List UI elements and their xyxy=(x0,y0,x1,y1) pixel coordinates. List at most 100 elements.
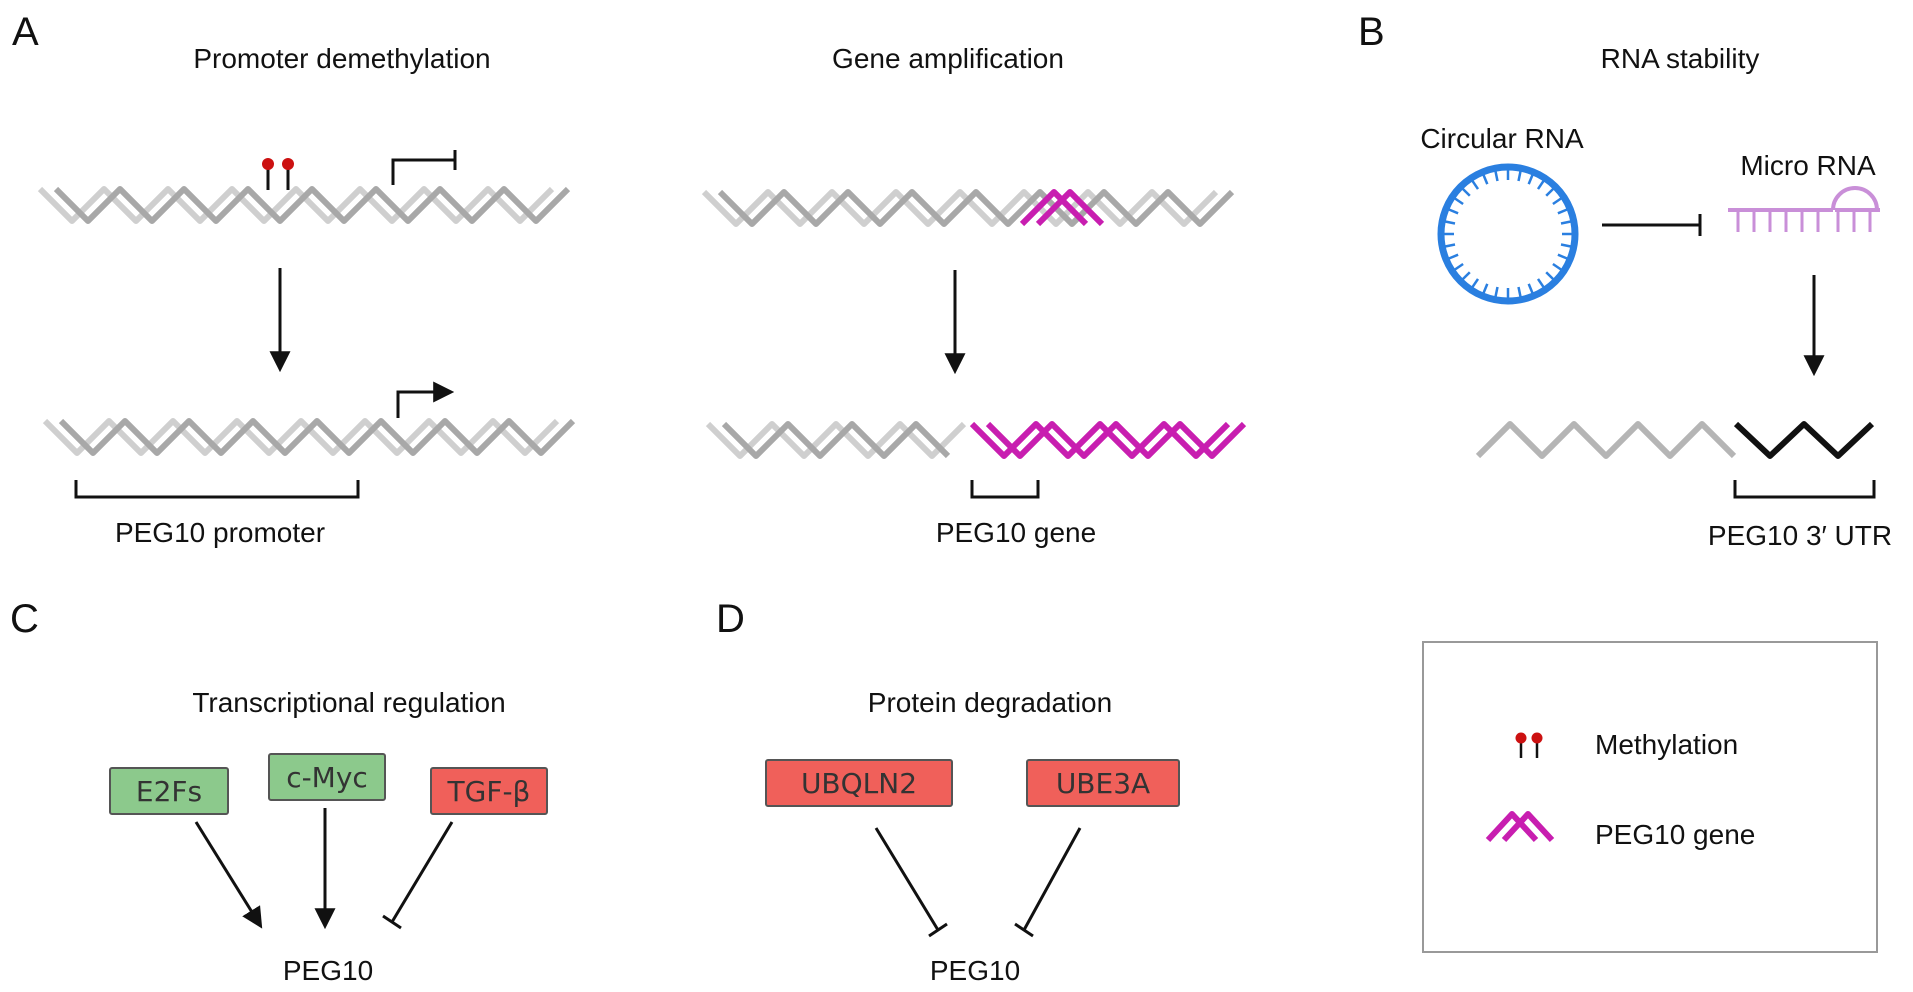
circ-base-tick xyxy=(1527,283,1534,294)
e2fs-box xyxy=(109,767,229,815)
legend-methylation-icon xyxy=(1515,732,1543,758)
dna-strand-b xyxy=(58,418,576,456)
dna-strand-a xyxy=(42,418,560,456)
circ-base-tick xyxy=(1494,170,1499,182)
ube3a-box xyxy=(1026,759,1180,807)
dna-strand-a xyxy=(37,186,555,224)
label-peg10-promoter: PEG10 promoter xyxy=(115,517,325,548)
panel-label-a: A xyxy=(12,10,39,54)
dna-strand-b xyxy=(721,421,951,459)
panel-label-b: B xyxy=(1358,10,1385,54)
tgfb-box xyxy=(430,767,548,815)
circ-base-tick xyxy=(1560,220,1572,225)
label-peg10-3utr: PEG10 3′ UTR xyxy=(1708,520,1892,551)
label-circular-rna: Circular RNA xyxy=(1420,123,1584,154)
regulator-e2fs: E2Fs xyxy=(109,767,229,815)
legend-peg10-gene-icon xyxy=(1485,811,1555,843)
cmyc-label: c-Myc xyxy=(286,761,368,794)
panel-label-c: C xyxy=(10,597,39,641)
dna-strand-b xyxy=(717,189,1235,227)
ubqln2-box xyxy=(765,759,953,807)
circular-rna-bases xyxy=(1444,170,1572,298)
dna-helix-methylated xyxy=(37,186,571,224)
legend-methylation-label: Methylation xyxy=(1595,729,1738,760)
circ-base-tick xyxy=(1560,243,1572,248)
inhibition-circ-to-mirna xyxy=(1602,214,1702,236)
panel-label-d: D xyxy=(716,597,745,641)
inhibition-ube3a xyxy=(1014,827,1082,938)
promoter-bracket xyxy=(74,480,360,499)
transcription-start-arrow xyxy=(396,381,455,418)
circ-base-tick xyxy=(1471,278,1480,288)
methylation-marks xyxy=(262,158,294,190)
circ-base-tick xyxy=(1461,271,1471,281)
title-transcriptional-regulation: Transcriptional regulation xyxy=(192,687,505,718)
micro-rna-hairpin xyxy=(1728,186,1880,232)
inhibition-tgfb xyxy=(382,821,454,930)
circ-base-tick xyxy=(1454,197,1464,206)
circ-base-tick xyxy=(1517,170,1522,182)
legend-gene-strand-b xyxy=(1501,811,1555,843)
circular-rna-ring xyxy=(1437,163,1579,305)
amplified-strand-a xyxy=(969,421,1231,459)
circ-base-tick xyxy=(1552,262,1562,271)
circ-base-tick xyxy=(1557,208,1568,215)
promoter-blocked-symbol xyxy=(391,150,457,185)
title-promoter-demethylation: Promoter demethylation xyxy=(193,43,490,74)
dna-strand-a xyxy=(701,189,1219,227)
legend-gene-strand-a xyxy=(1485,811,1539,843)
circ-base-tick xyxy=(1444,243,1456,248)
dna-strand-b xyxy=(53,186,571,224)
circ-base-tick xyxy=(1536,278,1545,288)
regulator-tgfb: TGF-β xyxy=(430,767,548,815)
label-peg10-d: PEG10 xyxy=(930,955,1020,986)
methyl-head-2 xyxy=(282,158,294,170)
circ-base-tick xyxy=(1448,208,1459,215)
inhibition-ubqln2 xyxy=(874,827,948,938)
dna-helix-amplified-gene xyxy=(705,421,1247,459)
label-micro-rna: Micro RNA xyxy=(1740,150,1876,181)
utr-bracket xyxy=(1733,480,1876,499)
circ-base-tick xyxy=(1461,187,1471,197)
label-peg10-c: PEG10 xyxy=(283,955,373,986)
circ-base-tick xyxy=(1482,174,1489,185)
title-gene-amplification: Gene amplification xyxy=(832,43,1064,74)
dna-helix-demethylated xyxy=(42,418,576,456)
circ-base-tick xyxy=(1482,283,1489,294)
circ-base-tick xyxy=(1448,253,1459,260)
circ-base-tick xyxy=(1545,271,1555,281)
gene-bracket xyxy=(970,480,1040,499)
peg10-mrna-strand xyxy=(1475,421,1875,459)
arrow-e2fs-activates xyxy=(194,821,263,929)
circ-base-tick xyxy=(1494,286,1499,298)
methyl-head-1 xyxy=(262,158,274,170)
amplified-strand-b xyxy=(985,421,1247,459)
ube3a-label: UBE3A xyxy=(1056,767,1150,800)
circ-base-tick xyxy=(1454,262,1464,271)
dna-helix-single-gene xyxy=(701,189,1235,227)
gene-copy-strand-b xyxy=(1035,189,1105,227)
circ-base-tick xyxy=(1444,220,1456,225)
circ-base-tick xyxy=(1536,180,1545,190)
legend-peg10-gene-label: PEG10 gene xyxy=(1595,819,1755,850)
circ-base-tick xyxy=(1517,286,1522,298)
circ-base-tick xyxy=(1545,187,1555,197)
circ-base-tick xyxy=(1471,180,1480,190)
circ-base-tick xyxy=(1557,253,1568,260)
circ-base-tick xyxy=(1552,197,1562,206)
regulator-ubqln2: UBQLN2 xyxy=(765,759,953,807)
gene-copy-strand-a xyxy=(1019,189,1089,227)
mrna-3utr-region xyxy=(1733,421,1875,459)
title-protein-degradation: Protein degradation xyxy=(868,687,1112,718)
cmyc-box xyxy=(268,753,386,801)
legend-box xyxy=(1422,641,1878,953)
dna-strand-a xyxy=(705,421,967,459)
title-rna-stability: RNA stability xyxy=(1601,43,1760,74)
tgfb-label: TGF-β xyxy=(447,775,531,808)
circ-base-tick xyxy=(1527,174,1534,185)
label-peg10-gene: PEG10 gene xyxy=(936,517,1096,548)
mrna-coding-region xyxy=(1475,421,1737,459)
e2fs-label: E2Fs xyxy=(136,775,202,808)
ubqln2-label: UBQLN2 xyxy=(801,767,917,800)
